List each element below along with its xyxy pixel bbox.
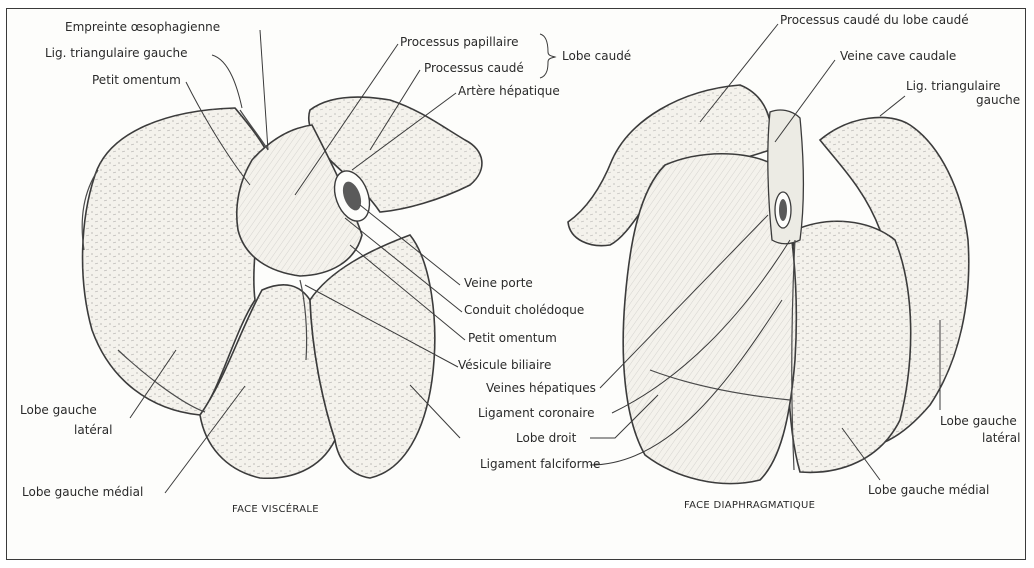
label-lobe-gauche-medial-left: Lobe gauche médial: [22, 485, 143, 499]
label-lobe-gauche-lateral-right-2: latéral: [982, 431, 1020, 445]
visceral-face-drawing: [82, 97, 482, 478]
caption-face-diaphragmatique: FACE DIAPHRAGMATIQUE: [684, 500, 815, 511]
label-conduit-choledoque: Conduit cholédoque: [464, 303, 584, 317]
label-ligament-falciforme: Ligament falciforme: [480, 457, 600, 471]
label-processus-papillaire: Processus papillaire: [400, 35, 519, 49]
label-processus-caude: Processus caudé: [424, 61, 524, 75]
label-processus-caude-lobe: Processus caudé du lobe caudé: [780, 13, 969, 27]
label-lobe-gauche-lateral-left-1: Lobe gauche: [20, 403, 97, 417]
label-ligament-coronaire: Ligament coronaire: [478, 406, 594, 420]
label-lig-triangulaire-right-1: Lig. triangulaire: [906, 79, 1001, 93]
label-lobe-gauche-medial-right: Lobe gauche médial: [868, 483, 989, 497]
label-lobe-caude: Lobe caudé: [562, 49, 631, 63]
label-petit-omentum: Petit omentum: [468, 331, 557, 345]
diaphragmatic-face-drawing: [568, 85, 969, 484]
caption-face-viscerale: FACE VISCÉRALE: [232, 502, 319, 515]
label-lobe-droit: Lobe droit: [516, 431, 577, 445]
label-empreinte: Empreinte œsophagienne: [65, 20, 220, 34]
label-vesicule-biliaire: Vésicule biliaire: [458, 358, 551, 372]
label-veines-hepatiques: Veines hépatiques: [486, 381, 596, 395]
label-petit-omentum-top: Petit omentum: [92, 73, 181, 87]
label-veine-cave: Veine cave caudale: [840, 49, 956, 63]
label-lobe-gauche-lateral-left-2: latéral: [74, 423, 112, 437]
label-lig-triangulaire-right-2: gauche: [976, 93, 1020, 107]
label-lobe-gauche-lateral-right-1: Lobe gauche: [940, 414, 1017, 428]
label-lig-triangulaire-left: Lig. triangulaire gauche: [45, 46, 187, 60]
label-veine-porte: Veine porte: [464, 276, 533, 290]
label-artere-hepatique: Artère hépatique: [458, 84, 560, 98]
